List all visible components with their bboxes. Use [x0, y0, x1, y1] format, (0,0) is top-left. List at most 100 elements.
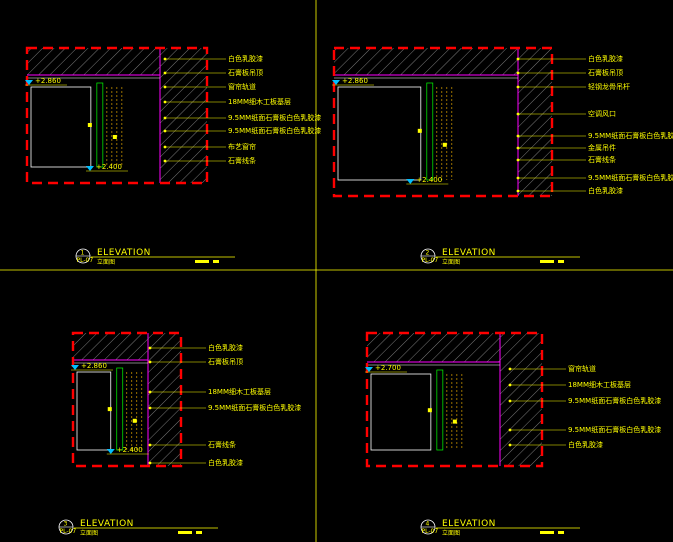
- marker-square: [427, 408, 432, 413]
- annotation-label: 白色乳胶漆: [588, 54, 623, 63]
- annotation-label: 石膏板吊顶: [588, 68, 623, 77]
- annotation-label: 石膏线条: [208, 440, 236, 449]
- title-text: ELEVATION: [442, 248, 496, 258]
- annotation-label: 石膏线条: [228, 156, 256, 165]
- title-code: PL-07: [60, 528, 77, 535]
- title-scale-bar: [178, 531, 192, 534]
- leader-dot: [516, 176, 520, 180]
- title-scale-bar: [540, 260, 554, 263]
- elevation-frame: [332, 46, 554, 198]
- title-scale-bar: [213, 260, 219, 263]
- leader-dot: [508, 367, 512, 371]
- title-code: PL-07: [422, 528, 439, 535]
- level-label: +2.860: [35, 77, 61, 85]
- title-scale-bar: [558, 260, 564, 263]
- annotation-label: 窗帘轨道: [228, 82, 256, 91]
- leader-dot: [508, 428, 512, 432]
- ceiling-slab-hatch: [367, 333, 500, 362]
- title-text: ELEVATION: [97, 248, 151, 258]
- window-opening: [30, 86, 92, 168]
- annotation-label: 9.5MM纸面石膏板白色乳胶漆: [208, 403, 301, 412]
- annotation-label: 轻钢龙骨吊杆: [588, 82, 630, 91]
- title-scale-bar: [540, 531, 554, 534]
- annotation-label: 窗帘轨道: [568, 364, 596, 373]
- level-marker-icon: [106, 449, 115, 454]
- curtain-track-detail: [426, 82, 434, 181]
- leader-dot: [516, 112, 520, 116]
- annotation-label: 9.5MM纸面石膏板白色乳胶漆: [588, 173, 673, 182]
- annotation-label: 石膏板吊顶: [208, 357, 243, 366]
- title-scale-bar: [558, 531, 564, 534]
- ceiling-slab-hatch: [73, 333, 148, 360]
- leader-dot: [163, 116, 167, 120]
- level-label: +2.700: [375, 364, 401, 372]
- leader-dot: [508, 399, 512, 403]
- level-label: +2.860: [342, 77, 368, 85]
- leader-dot: [516, 134, 520, 138]
- curtain-track-detail: [96, 82, 104, 168]
- level-label: +2.400: [117, 446, 143, 454]
- leader-dot: [508, 443, 512, 447]
- annotation-label: 白色乳胶漆: [588, 186, 623, 195]
- marker-square: [107, 407, 112, 412]
- level-marker-icon: [332, 80, 340, 85]
- marker-square: [132, 418, 137, 423]
- leader-dot: [516, 57, 520, 61]
- ceiling-slab-hatch: [334, 48, 518, 75]
- leader-dot: [516, 146, 520, 150]
- leader-dot: [148, 360, 152, 364]
- marker-square: [452, 419, 457, 424]
- level-marker-icon: [365, 367, 373, 372]
- marker-square: [87, 123, 92, 127]
- level-label: +2.860: [81, 362, 107, 370]
- level-marker-icon: [86, 166, 94, 171]
- annotation-label: 石膏线条: [588, 155, 616, 164]
- leader-dot: [163, 159, 167, 163]
- annotation-label: 9.5MM纸面石膏板白色乳胶漆: [228, 126, 321, 135]
- elevation-panel-4: +2.700 窗帘轨道 18MM细木工板基层 9.5MM纸面石膏板白色乳胶漆 9.5MM…: [365, 331, 661, 537]
- leader-dot: [508, 383, 512, 387]
- title-scale-bar: [195, 260, 209, 263]
- curtain-track-detail: [436, 369, 444, 451]
- leader-dot: [163, 85, 167, 89]
- leader-dot: [163, 71, 167, 75]
- title-subtitle: 立面图: [442, 529, 460, 537]
- annotation-label: 白色乳胶漆: [568, 440, 603, 449]
- annotation-label: 18MM细木工板基层: [208, 387, 271, 396]
- marker-square: [442, 142, 447, 147]
- title-subtitle: 立面图: [442, 258, 460, 266]
- elevation-frame: [25, 46, 209, 185]
- annotation-label: 9.5MM纸面石膏板白色乳胶漆: [228, 113, 321, 122]
- elevation-panel-2: +2.860+2.400白色乳胶漆石膏板吊顶轻钢龙骨吊杆空调风口9.5MM纸面石…: [332, 46, 673, 266]
- leader-dot: [163, 145, 167, 149]
- annotation-label: 9.5MM纸面石膏板白色乳胶漆: [568, 425, 661, 434]
- title-scale-bar: [196, 531, 202, 534]
- level-label: +2.400: [416, 176, 442, 184]
- title-subtitle: 立面图: [97, 258, 115, 266]
- annotation-label: 布艺窗帘: [228, 142, 256, 151]
- leader-dot: [163, 129, 167, 133]
- leader-dot: [148, 461, 152, 465]
- elevation-panel-3: +2.860+2.400白色乳胶漆石膏板吊顶18MM细木工板基层9.5MM纸面石…: [58, 331, 301, 537]
- leader-dot: [516, 158, 520, 162]
- title-number: 1: [81, 250, 85, 257]
- annotation-label: 白色乳胶漆: [228, 54, 263, 63]
- title-subtitle: 立面图: [80, 529, 98, 537]
- annotation-label: 金属吊件: [588, 143, 616, 152]
- elevation-panel-1: +2.860+2.400白色乳胶漆石膏板吊顶窗帘轨道18MM细木工板基层9.5M…: [25, 46, 321, 266]
- window-opening: [370, 373, 432, 451]
- title-text: ELEVATION: [80, 519, 134, 529]
- title-number: 3: [64, 521, 68, 528]
- level-label: +2.400: [96, 163, 122, 171]
- title-code: PL-07: [77, 257, 94, 264]
- elevation-frame: [71, 331, 183, 468]
- level-marker-icon: [406, 179, 415, 184]
- leader-dot: [148, 390, 152, 394]
- leader-dot: [516, 85, 520, 89]
- annotation-label: 18MM细木工板基层: [568, 380, 631, 389]
- annotation-label: 9.5MM纸面石膏板白色乳胶漆: [568, 396, 661, 405]
- annotation-label: 空调风口: [588, 109, 616, 118]
- window-opening: [337, 86, 422, 181]
- wall-hatch: [160, 48, 207, 183]
